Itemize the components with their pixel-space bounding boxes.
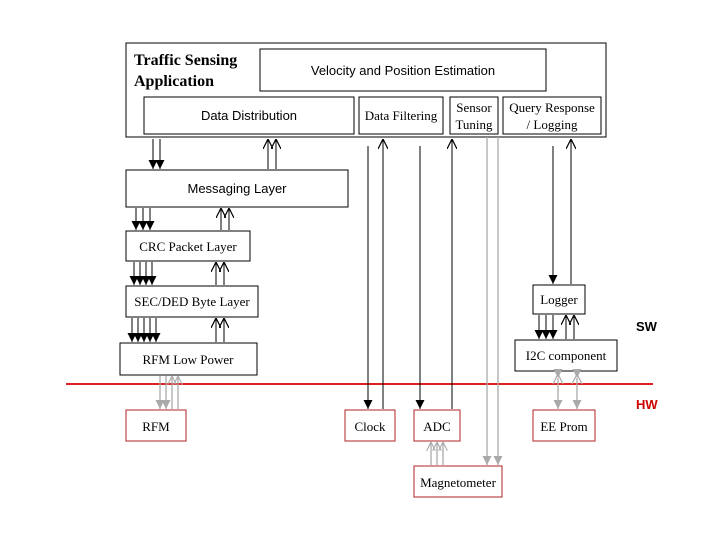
hw-label: HW (636, 397, 658, 412)
query-response-label-line2: / Logging (527, 117, 578, 132)
data-filtering-label: Data Filtering (365, 108, 438, 123)
data-filtering-module: Data Filtering (358, 96, 444, 135)
crc-secded-connectors (129, 262, 224, 285)
crc-packet-layer: CRC Packet Layer (125, 230, 251, 262)
adc-hardware: ADC (413, 409, 461, 442)
messaging-crc-connectors (131, 208, 229, 230)
query-logger-connectors (548, 139, 571, 284)
rfm-low-power-label: RFM Low Power (142, 352, 234, 367)
i2c-eeprom-connectors (552, 369, 583, 409)
velocity-position-label: Velocity and Position Estimation (311, 63, 495, 78)
clock-hardware: Clock (344, 409, 396, 442)
logger-component: Logger (532, 284, 586, 315)
magnetometer-adc-connectors (431, 442, 443, 465)
logger-label: Logger (540, 292, 578, 307)
data-distribution-label: Data Distribution (201, 108, 297, 123)
sensor-tuning-label-line1: Sensor (456, 100, 492, 115)
data-distribution-module: Data Distribution (143, 96, 355, 135)
rfm-low-power-layer: RFM Low Power (119, 342, 258, 376)
sensor-tuning-module: Sensor Tuning (449, 96, 499, 135)
i2c-component: I2C component (514, 339, 618, 372)
magnetometer-hardware: Magnetometer (413, 465, 503, 498)
sensor-tuning-magnetometer-connectors (482, 137, 503, 465)
rfm-hardware-connectors (155, 376, 178, 409)
messaging-layer: Messaging Layer (125, 169, 349, 208)
sw-label: SW (636, 319, 658, 334)
velocity-position-module: Velocity and Position Estimation (259, 48, 547, 92)
rfm-label: RFM (142, 419, 170, 434)
clock-connectors (363, 139, 383, 409)
secded-byte-layer-label: SEC/DED Byte Layer (134, 294, 250, 309)
clock-label: Clock (354, 419, 386, 434)
secded-byte-layer: SEC/DED Byte Layer (125, 285, 259, 318)
query-response-label-line1: Query Response (509, 100, 595, 115)
app-title-line1: Traffic Sensing (134, 52, 237, 69)
logger-i2c-connectors (534, 315, 574, 339)
rfm-hardware: RFM (125, 409, 187, 442)
app-title-line2: Application (134, 73, 214, 90)
app-messaging-connectors (148, 139, 276, 169)
sensor-tuning-label-line2: Tuning (455, 117, 493, 132)
messaging-layer-label: Messaging Layer (188, 181, 288, 196)
traffic-sensing-application: Traffic Sensing Application Velocity and… (125, 42, 607, 138)
adc-label: ADC (423, 419, 450, 434)
magnetometer-label: Magnetometer (420, 475, 496, 490)
secded-rfm-connectors (127, 318, 224, 342)
eeprom-hardware: EE Prom (532, 409, 596, 442)
i2c-component-label: I2C component (526, 348, 607, 363)
crc-packet-layer-label: CRC Packet Layer (139, 239, 237, 254)
adc-connectors (415, 139, 452, 409)
eeprom-label: EE Prom (540, 419, 587, 434)
query-response-module: Query Response / Logging (502, 96, 602, 135)
